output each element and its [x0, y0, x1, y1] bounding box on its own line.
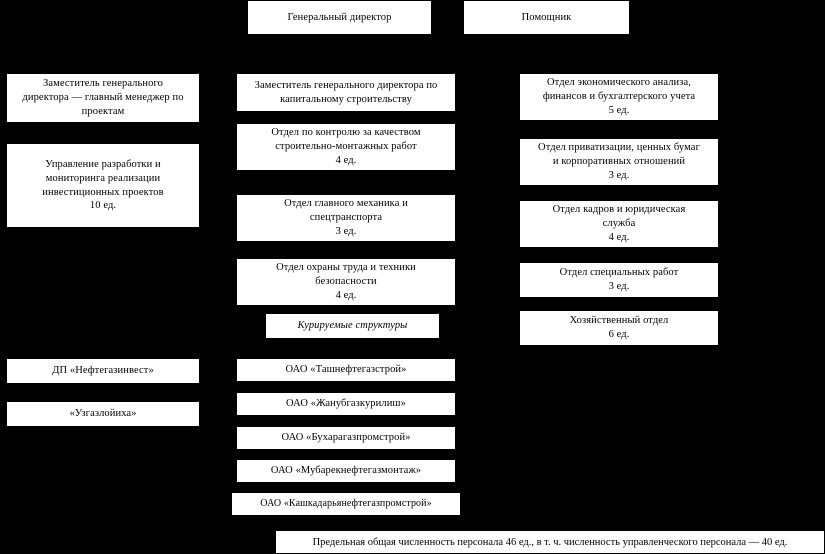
- general-director-label: Генеральный директор: [287, 11, 392, 23]
- oao-mubarekneftegazmontazh-label: ОАО «Мубарекнефтегазмонтаж»: [270, 465, 422, 477]
- privatization-count: 3 ед.: [608, 169, 630, 181]
- chief-mechanic-line-1: Отдел главного механика и: [284, 198, 408, 210]
- box-household-dept[interactable]: Хозяйственный отдел 6 ед.: [519, 310, 719, 346]
- box-uzgazloyiha[interactable]: «Узгазлойиха»: [6, 401, 200, 427]
- deputy-project-manager-line-3: проектам: [81, 105, 125, 117]
- box-labor-safety-dept[interactable]: Отдел охраны труда и техники безопасност…: [236, 258, 456, 306]
- box-oao-bukharagazpromstroy[interactable]: ОАО «Бухарагазпромстрой»: [236, 426, 456, 450]
- investment-projects-line-2: мониторинга реализации: [45, 172, 161, 184]
- oao-tashneftegazstroy-label: ОАО «Ташнефтегазстрой»: [285, 364, 407, 376]
- hr-legal-count: 4 ед.: [608, 231, 630, 243]
- box-oao-zhanubgazkurilish[interactable]: ОАО «Жанубгазкурилиш»: [236, 392, 456, 416]
- economic-analysis-line-2: финансов и бухгалтерского учета: [542, 91, 696, 103]
- deputy-project-manager-line-1: Заместитель генерального: [43, 78, 163, 90]
- box-economic-analysis-dept[interactable]: Отдел экономического анализа, финансов и…: [519, 73, 719, 121]
- quality-control-count: 4 ед.: [335, 154, 357, 166]
- box-dp-neftegazinvest[interactable]: ДП «Нефтегазинвест»: [6, 358, 200, 384]
- household-line-1: Хозяйственный отдел: [569, 315, 669, 327]
- labor-safety-line-1: Отдел охраны труда и техники: [276, 262, 416, 274]
- box-special-works-dept[interactable]: Отдел специальных работ 3 ед.: [519, 262, 719, 298]
- box-investment-projects-dept[interactable]: Управление разработки и мониторинга реал…: [6, 143, 200, 228]
- deputy-capital-line-2: капитальному строительству: [280, 93, 412, 105]
- box-chief-mechanic-dept[interactable]: Отдел главного механика и спецтранспорта…: [236, 194, 456, 242]
- box-deputy-project-manager[interactable]: Заместитель генерального директора — гла…: [6, 73, 200, 123]
- quality-control-line-2: строительно-монтажных работ: [275, 141, 417, 153]
- privatization-line-2: и корпоративных отношений: [552, 156, 686, 168]
- box-assistant[interactable]: Помощник: [463, 0, 630, 35]
- oao-zhanubgazkurilish-label: ОАО «Жанубгазкурилиш»: [286, 398, 406, 410]
- total-personnel-bar: Предельная общая численность персонала 4…: [275, 530, 825, 554]
- special-works-count: 3 ед.: [608, 281, 630, 292]
- box-oao-tashneftegazstroy[interactable]: ОАО «Ташнефтегазстрой»: [236, 358, 456, 382]
- investment-projects-count: 10 ед.: [89, 200, 117, 212]
- chief-mechanic-line-2: спецтранспорта: [309, 212, 383, 224]
- box-hr-legal-dept[interactable]: Отдел кадров и юридическая служба 4 ед.: [519, 200, 719, 248]
- oao-kashkadaryaneftegazpromstroy-label: ОАО «Кашкадарьянефтегазпромстрой»: [260, 498, 432, 510]
- oao-bukharagazpromstroy-label: ОАО «Бухарагазпромстрой»: [281, 432, 411, 444]
- privatization-line-1: Отдел приватизации, ценных бумаг: [538, 142, 700, 154]
- economic-analysis-count: 5 ед.: [608, 104, 630, 116]
- assistant-label: Помощник: [521, 11, 572, 23]
- household-count: 6 ед.: [608, 329, 630, 340]
- box-oao-kashkadaryaneftegazpromstroy[interactable]: ОАО «Кашкадарьянефтегазпромстрой»: [231, 492, 461, 516]
- investment-projects-line-1: Управление разработки и: [45, 158, 161, 170]
- hr-legal-line-1: Отдел кадров и юридическая: [552, 204, 686, 216]
- hr-legal-line-2: служба: [602, 218, 636, 230]
- special-works-line-1: Отдел специальных работ: [559, 267, 679, 279]
- quality-control-line-1: Отдел по контролю за качеством: [271, 127, 421, 139]
- box-privatization-dept[interactable]: Отдел приватизации, ценных бумаг и корпо…: [519, 138, 719, 186]
- supervised-structures-label: Курируемые структуры: [297, 320, 408, 332]
- economic-analysis-line-1: Отдел экономического анализа,: [547, 77, 691, 89]
- labor-safety-line-2: безопасности: [315, 276, 377, 288]
- box-supervised-structures-header[interactable]: Курируемые структуры: [265, 313, 440, 339]
- deputy-capital-line-1: Заместитель генерального директора по: [254, 79, 438, 91]
- box-oao-mubarekneftegazmontazh[interactable]: ОАО «Мубарекнефтегазмонтаж»: [236, 459, 456, 483]
- total-personnel-label: Предельная общая численность персонала 4…: [312, 536, 788, 548]
- dp-neftegazinvest-label: ДП «Нефтегазинвест»: [52, 365, 154, 377]
- investment-projects-line-3: инвестиционных проектов: [42, 186, 164, 198]
- box-quality-control-dept[interactable]: Отдел по контролю за качеством строитель…: [236, 123, 456, 171]
- labor-safety-count: 4 ед.: [335, 289, 357, 301]
- chief-mechanic-count: 3 ед.: [335, 225, 357, 237]
- deputy-project-manager-line-2: директора — главный менеджер по: [22, 92, 184, 104]
- box-general-director[interactable]: Генеральный директор: [247, 0, 432, 35]
- uzgazloyiha-label: «Узгазлойиха»: [69, 408, 137, 420]
- box-deputy-capital-construction[interactable]: Заместитель генерального директора по ка…: [236, 73, 456, 112]
